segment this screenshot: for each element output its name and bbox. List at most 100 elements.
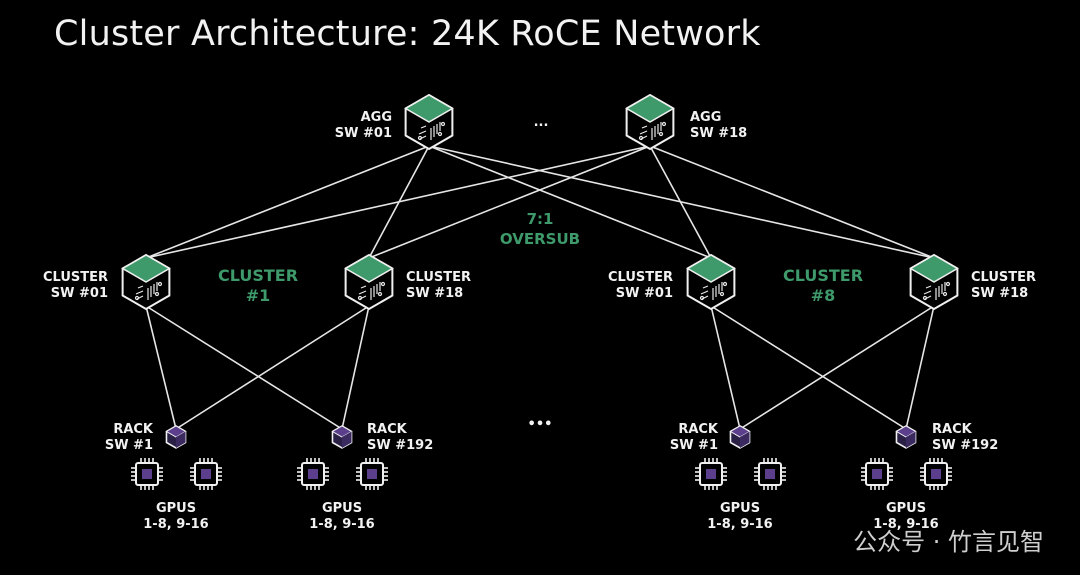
- agg-sw-18-label-line1: AGG: [690, 110, 721, 125]
- cluster1-gpus-b-line2: 1-8, 9-16: [309, 517, 374, 532]
- gpu-chip-0-1: [190, 458, 222, 490]
- cluster8-rack-switch-1: [729, 425, 751, 449]
- gpu-chip-0-0: [131, 458, 163, 490]
- chip-pins: [695, 458, 727, 490]
- switch-top: [686, 254, 736, 283]
- cluster8-name-line1: CLUSTER: [783, 266, 863, 285]
- network-link: [428, 145, 712, 259]
- cluster1-sw18-label-line1: CLUSTER: [406, 270, 471, 285]
- switch-top: [344, 254, 394, 283]
- network-link: [145, 145, 430, 259]
- cluster1-rack192-label-line2: SW #192: [367, 438, 433, 453]
- agg-switch-01: [404, 93, 454, 151]
- circuit-icon: [699, 281, 728, 301]
- chip-pins: [920, 458, 952, 490]
- chip-core: [872, 469, 882, 479]
- network-link: [739, 305, 935, 430]
- cluster1-rack-switch-1: [165, 425, 187, 449]
- network-link: [368, 145, 651, 259]
- chip-pins: [131, 458, 163, 490]
- cluster8-rack192-label-line2: SW #192: [932, 438, 998, 453]
- oversub-label: OVERSUB: [500, 230, 580, 248]
- network-link: [649, 145, 712, 259]
- clusters-ellipsis: •••: [528, 417, 553, 432]
- cluster8-gpus-a-line1: GPUS: [720, 501, 760, 516]
- network-link: [905, 305, 935, 430]
- cluster8-sw18-label-line1: CLUSTER: [971, 270, 1036, 285]
- cluster8-switch-18: [909, 253, 959, 311]
- network-link: [145, 305, 343, 430]
- network-link: [145, 305, 177, 430]
- chip-pins: [356, 458, 388, 490]
- network-link: [175, 305, 370, 430]
- cluster1-gpus-a-line2: 1-8, 9-16: [143, 517, 208, 532]
- cluster1-name-line2: #1: [246, 286, 271, 305]
- circuit-icon: [417, 121, 446, 141]
- cluster8-rack-switch-192: [895, 425, 917, 449]
- watermark: 公众号 · 竹言见智: [853, 528, 1044, 556]
- network-link: [341, 305, 370, 430]
- switch-top: [121, 254, 171, 283]
- agg-sw-01-label-line2: SW #01: [335, 126, 392, 141]
- cluster8-gpus-b-line1: GPUS: [886, 501, 926, 516]
- cluster1-gpus-b-line1: GPUS: [322, 501, 362, 516]
- rack-side: [176, 431, 186, 448]
- agg-sw-18-label-line2: SW #18: [690, 126, 747, 141]
- chip-core: [706, 469, 716, 479]
- cluster1-sw01-label-line2: SW #01: [51, 286, 108, 301]
- cluster1-switch-18: [344, 253, 394, 311]
- cluster8-gpus-a-line2: 1-8, 9-16: [707, 517, 772, 532]
- agg-switch-18: [625, 93, 675, 151]
- circuit-icon: [134, 281, 163, 301]
- cluster8-sw01-label-line1: CLUSTER: [608, 270, 673, 285]
- chip-core: [142, 469, 152, 479]
- chip-core: [308, 469, 318, 479]
- chip-core: [201, 469, 211, 479]
- gpu-chip-3-1: [920, 458, 952, 490]
- network-nodes: [121, 93, 959, 490]
- cluster1-rack1-label-line2: SW #1: [105, 438, 153, 453]
- chip-core: [931, 469, 941, 479]
- gpu-chip-2-0: [695, 458, 727, 490]
- rack-side: [740, 431, 750, 448]
- agg-sw-01-label-line1: AGG: [361, 110, 392, 125]
- switch-top: [404, 94, 454, 123]
- cluster1-gpus-a-line1: GPUS: [156, 501, 196, 516]
- gpu-chip-3-0: [861, 458, 893, 490]
- circuit-icon: [638, 121, 667, 141]
- cluster8-name-line2: #8: [811, 286, 836, 305]
- rack-side: [906, 431, 916, 448]
- cluster1-sw18-label-line2: SW #18: [406, 286, 463, 301]
- chip-pins: [861, 458, 893, 490]
- cluster1-rack-switch-192: [331, 425, 353, 449]
- network-link: [649, 145, 935, 259]
- network-links: [145, 145, 935, 430]
- gpu-chip-2-1: [754, 458, 786, 490]
- oversub-ratio: 7:1: [527, 210, 554, 228]
- network-link: [145, 145, 651, 259]
- gpu-chip-1-0: [297, 458, 329, 490]
- cluster1-rack192-label-line1: RACK: [367, 422, 408, 437]
- chip-pins: [754, 458, 786, 490]
- chip-core: [367, 469, 377, 479]
- cluster8-rack192-label-line1: RACK: [932, 422, 973, 437]
- cluster8-switch-01: [686, 253, 736, 311]
- circuit-icon: [922, 281, 951, 301]
- cluster1-rack1-label-line1: RACK: [113, 422, 154, 437]
- cluster8-rack1-label-line2: SW #1: [670, 438, 718, 453]
- cluster1-switch-01: [121, 253, 171, 311]
- network-link: [710, 305, 907, 430]
- gpu-chip-1-1: [356, 458, 388, 490]
- network-link: [428, 145, 935, 259]
- cluster8-rack1-label-line1: RACK: [678, 422, 719, 437]
- cluster1-sw01-label-line1: CLUSTER: [43, 270, 108, 285]
- switch-top: [625, 94, 675, 123]
- rack-side: [342, 431, 352, 448]
- cluster8-sw01-label-line2: SW #01: [616, 286, 673, 301]
- page-title: Cluster Architecture: 24K RoCE Network: [54, 14, 761, 54]
- chip-core: [765, 469, 775, 479]
- switch-top: [909, 254, 959, 283]
- cluster8-sw18-label-line2: SW #18: [971, 286, 1028, 301]
- cluster1-name-line1: CLUSTER: [218, 266, 298, 285]
